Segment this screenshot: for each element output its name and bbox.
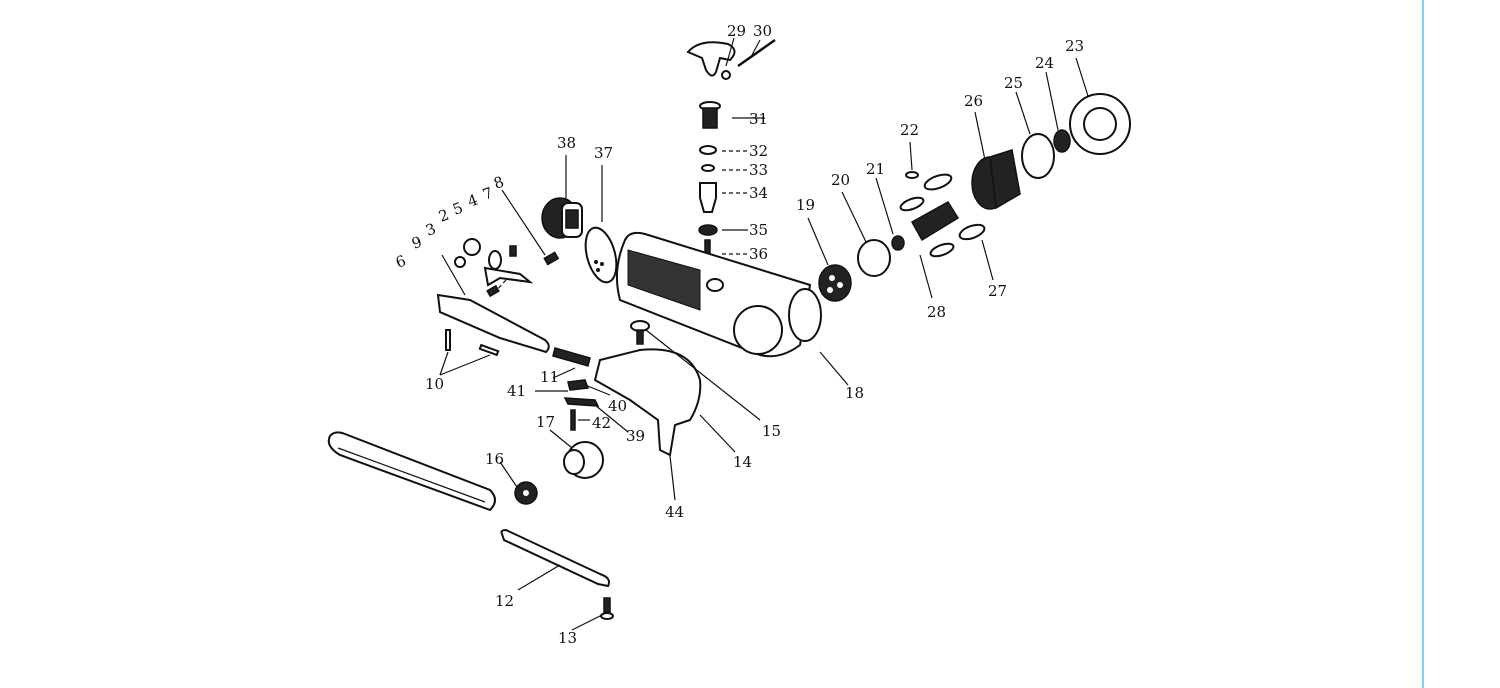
part-valve-31 <box>699 101 721 129</box>
right-edge-rule <box>1422 0 1424 688</box>
part-8 <box>543 251 560 266</box>
part-wheel-17 <box>563 441 604 479</box>
callout-15: 15 <box>762 422 781 440</box>
part-2 <box>463 238 481 256</box>
callout-31: 31 <box>749 110 768 128</box>
part-spring-11 <box>552 347 591 367</box>
callout-7: 7 <box>480 184 495 204</box>
part-muffler-38 <box>541 197 583 239</box>
part-screw-15 <box>630 320 650 345</box>
part-vane-b <box>899 196 925 212</box>
part-4 <box>488 250 502 270</box>
part-pin-10b <box>478 343 500 357</box>
part-plate-25 <box>1021 133 1055 179</box>
leader-lines <box>439 37 1089 631</box>
part-bearing-19 <box>818 264 852 302</box>
part-cylinder-26 <box>971 149 1021 210</box>
part-42 <box>570 409 576 431</box>
callout-17: 17 <box>536 413 555 431</box>
part-bearing-16 <box>514 481 538 505</box>
callout-40: 40 <box>608 397 627 415</box>
part-7 <box>509 245 517 257</box>
callout-19: 19 <box>796 196 815 214</box>
part-pin-30 <box>737 38 776 68</box>
part-vane-a <box>923 173 953 191</box>
callout-28: 28 <box>927 303 946 321</box>
part-22 <box>905 171 919 179</box>
callout-41: 41 <box>507 382 526 400</box>
callout-33: 33 <box>749 161 768 179</box>
belt-inner-line <box>337 447 486 503</box>
callout-35: 35 <box>749 221 768 239</box>
part-seal-35 <box>698 224 718 236</box>
callout-12: 12 <box>495 592 514 610</box>
callout-29: 29 <box>727 22 746 40</box>
part-oring-32 <box>699 145 717 155</box>
part-lever-29 <box>686 41 736 80</box>
part-bearing-24 <box>1053 129 1071 153</box>
part-vane-27 <box>958 223 986 241</box>
part-belt <box>327 431 496 512</box>
part-5 <box>483 266 534 287</box>
part-arm-12 <box>500 528 610 588</box>
part-rotor <box>910 200 960 242</box>
callout-13: 13 <box>558 629 577 647</box>
callout-32: 32 <box>749 142 768 160</box>
part-gear-23 <box>1069 93 1131 155</box>
callout-27: 27 <box>988 282 1007 300</box>
callout-5: 5 <box>450 199 465 219</box>
callout-14: 14 <box>733 453 752 471</box>
callout-23: 23 <box>1065 37 1084 55</box>
part-housing-18 <box>615 231 822 358</box>
callout-39: 39 <box>626 427 645 445</box>
callout-34: 34 <box>749 184 768 202</box>
callout-42: 42 <box>592 414 611 432</box>
part-valve-34 <box>699 182 717 213</box>
callout-2: 2 <box>436 206 451 226</box>
part-screw-13 <box>600 597 614 620</box>
callout-24: 24 <box>1035 54 1054 72</box>
part-pin-10a <box>445 329 451 351</box>
callout-22: 22 <box>900 121 919 139</box>
callout-4: 4 <box>465 191 480 211</box>
callout-8: 8 <box>491 173 506 193</box>
callout-30: 30 <box>753 22 772 40</box>
callout-25: 25 <box>1004 74 1023 92</box>
callout-11: 11 <box>540 368 559 386</box>
part-ring-20 <box>857 239 891 277</box>
part-oring-33 <box>701 164 715 172</box>
part-9 <box>486 284 500 298</box>
callout-6: 6 <box>393 252 408 272</box>
callout-labels: 2 3 4 5 6 7 8 9 10 11 12 13 14 15 16 17 … <box>393 22 1084 647</box>
callout-44: 44 <box>665 503 684 521</box>
part-39 <box>563 397 600 407</box>
callout-38: 38 <box>557 134 576 152</box>
part-3 <box>454 256 466 268</box>
part-40 <box>567 379 590 391</box>
callout-26: 26 <box>964 92 983 110</box>
part-vane-c <box>929 242 955 258</box>
callout-18: 18 <box>845 384 864 402</box>
callout-10: 10 <box>425 375 444 393</box>
callout-9: 9 <box>409 233 424 253</box>
callout-20: 20 <box>831 171 850 189</box>
callout-37: 37 <box>594 144 613 162</box>
callout-36: 36 <box>749 245 768 263</box>
callout-3: 3 <box>423 220 438 240</box>
part-plate-37 <box>584 226 618 284</box>
part-lever-6 <box>436 293 550 354</box>
part-arm-14 <box>593 348 702 457</box>
callout-16: 16 <box>485 450 504 468</box>
part-washer-21 <box>891 235 905 251</box>
callout-21: 21 <box>866 160 885 178</box>
